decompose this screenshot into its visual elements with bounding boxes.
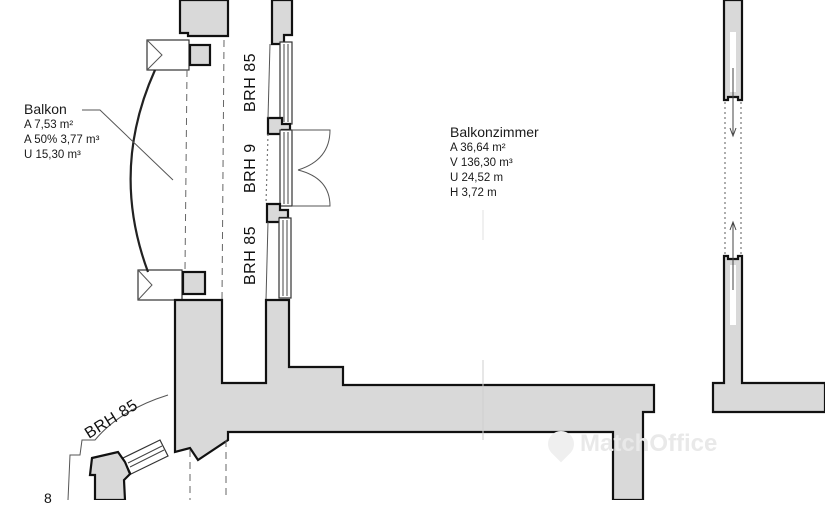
window-sill-label-upper: BRH 85	[242, 52, 259, 112]
window-sill-label-partial: 8	[44, 490, 53, 506]
balcony-door[interactable]	[279, 129, 293, 207]
balcony-bracket-top	[146, 39, 190, 71]
wall-main-lower	[173, 298, 656, 500]
bay-outline	[67, 394, 169, 500]
room-volume: V 136,30 m³	[450, 157, 513, 169]
room-label-balkon: Balkon A 7,53 m² A 50% 3,77 m³ U 15,30 m…	[24, 101, 99, 163]
wall-top-window-pillar	[270, 0, 294, 46]
window-sill-label-lower: BRH 85	[242, 225, 259, 285]
door-swing-lower	[292, 169, 331, 207]
wall-top-left-pillar	[178, 0, 230, 38]
watermark-text: MatchOffice	[580, 430, 718, 457]
room-height: H 3,72 m	[450, 187, 497, 199]
bay-window[interactable]	[122, 439, 169, 475]
room-area-50: A 50% 3,77 m³	[24, 134, 100, 146]
wall-right-lower	[711, 254, 825, 414]
balcony-post-top	[188, 43, 212, 67]
room-perimeter: U 15,30 m³	[24, 149, 81, 161]
room-label-balkonzimmer: Balkonzimmer A 36,64 m² V 136,30 m³ U 24…	[450, 124, 539, 201]
balcony-post-bottom	[181, 270, 207, 296]
location-pin-icon	[542, 425, 580, 463]
room-area: A 36,64 m²	[450, 142, 506, 154]
room-area: A 7,53 m²	[24, 119, 74, 131]
window-lower[interactable]	[278, 217, 292, 299]
balcony-edge-arc	[129, 69, 157, 273]
balkon-leader-line	[82, 109, 174, 181]
door-swing-upper	[292, 129, 331, 171]
room-name: Balkon	[24, 101, 67, 117]
window-sill-label-door: BRH 9	[242, 143, 259, 193]
room-perimeter: U 24,52 m	[450, 172, 504, 184]
window-upper[interactable]	[279, 41, 293, 125]
room-name: Balkonzimmer	[450, 124, 539, 140]
balcony-bracket-bottom	[137, 269, 183, 301]
wall-bay-left	[88, 450, 132, 500]
watermark: MatchOffice	[542, 425, 718, 463]
